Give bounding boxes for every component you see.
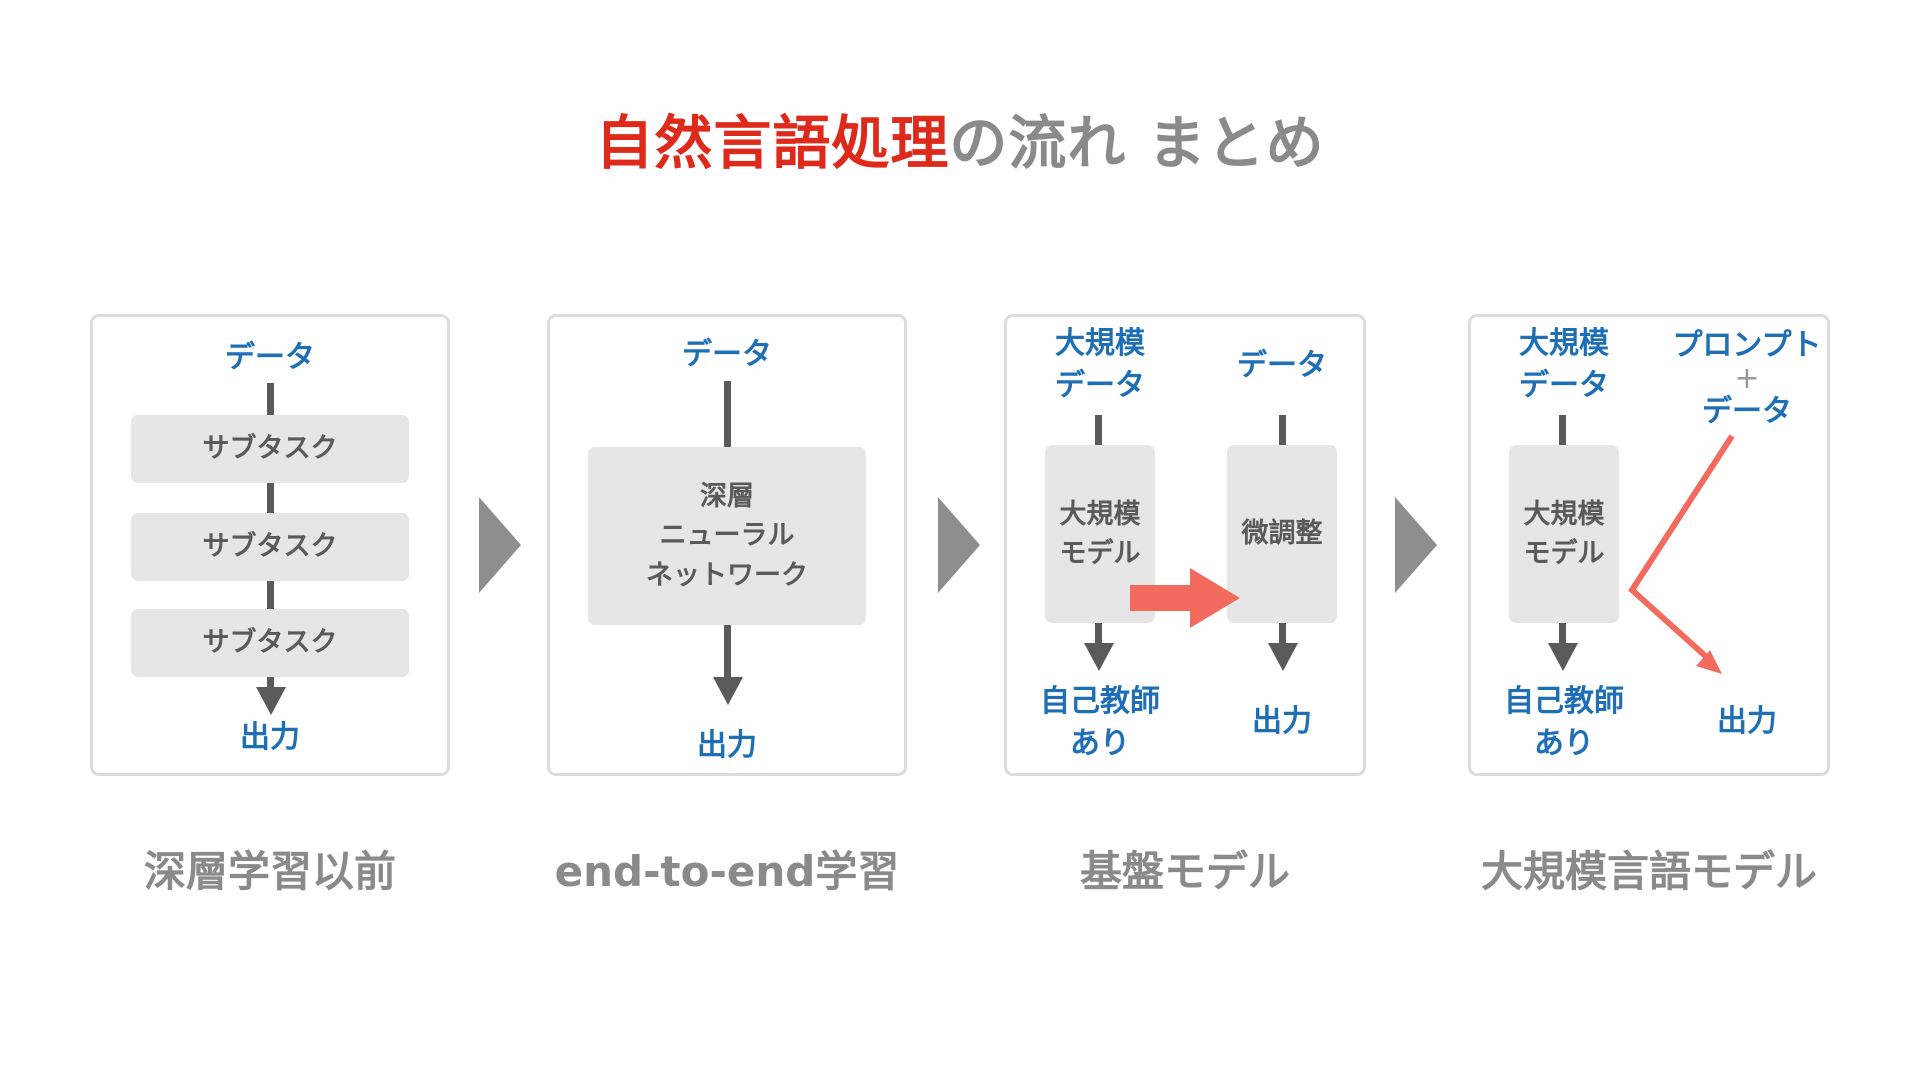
stage-panel-large-language-model: 大規模 データ 大規模 モデル 自己教師 あり プロンプト + データ 出力 (1468, 314, 1830, 776)
caption-foundation-model: 基盤モデル (1079, 847, 1290, 896)
data-label: データ (682, 337, 772, 372)
output-label: 出力 (1252, 704, 1312, 739)
subtask-box: サブタスク (131, 415, 409, 483)
data-label: データ (1237, 348, 1327, 383)
prompt-line1: プロンプト (1672, 328, 1822, 363)
model-line1: 大規模 (1523, 498, 1605, 530)
large-model-box: 大規模 モデル (1509, 445, 1619, 623)
stage-panel-pre-deep-learning: データ サブタスク サブタスク サブタスク 出力 (90, 314, 450, 776)
finetune-box: 微調整 (1227, 445, 1337, 623)
connector-line (1559, 415, 1566, 445)
self-supervised-label: 自己教師 あり (1020, 681, 1180, 765)
prompt-data-label: プロンプト + データ (1667, 329, 1827, 428)
connector-line (724, 625, 731, 679)
subtask-box: サブタスク (131, 609, 409, 677)
self-supervised-label: 自己教師 あり (1484, 681, 1644, 765)
big-data-line1: 大規模 (1055, 326, 1145, 361)
down-arrow-icon (1268, 643, 1298, 671)
data-label: データ (225, 340, 315, 375)
deep-neural-network-box: 深層 ニューラル ネットワーク (588, 447, 866, 625)
connector-line (1095, 415, 1102, 445)
connector-line (1095, 623, 1102, 645)
prompt-plus: + (1734, 361, 1760, 396)
caption-pre-deep-learning: 深層学習以前 (143, 847, 396, 896)
output-label: 出力 (240, 720, 300, 755)
transfer-arrow-icon (1130, 568, 1240, 628)
prompt-to-output-arrow-icon (1628, 434, 1735, 665)
network-label-line2: ニューラル (659, 520, 795, 552)
title-highlight: 自然言語処理 (595, 109, 950, 177)
output-label: 出力 (697, 728, 757, 763)
selfsup-line2: あり (1070, 726, 1130, 761)
connector-line (1559, 623, 1566, 645)
down-arrow-icon (1084, 643, 1114, 671)
chevron-right-icon (1395, 497, 1437, 593)
down-arrow-icon (256, 687, 286, 715)
output-label: 出力 (1717, 704, 1777, 739)
caption-large-language-model: 大規模言語モデル (1480, 847, 1817, 896)
connector-line (267, 383, 274, 415)
chevron-right-icon (479, 497, 521, 593)
connector-line (267, 581, 274, 609)
big-data-line2: データ (1055, 368, 1145, 403)
prompt-line3: データ (1702, 394, 1792, 429)
selfsup-line2: あり (1534, 726, 1594, 761)
model-line1: 大規模 (1059, 498, 1141, 530)
title-rest: の流れ まとめ (949, 109, 1325, 177)
selfsup-line1: 自己教師 (1504, 684, 1624, 719)
connector-line (724, 381, 731, 447)
connector-line (267, 677, 274, 689)
network-label-line3: ネットワーク (646, 559, 808, 591)
chevron-right-icon (938, 497, 980, 593)
stage-panel-end-to-end: データ 深層 ニューラル ネットワーク 出力 (547, 314, 907, 776)
selfsup-line1: 自己教師 (1040, 684, 1160, 719)
down-arrow-icon (713, 677, 743, 705)
big-data-label: 大規模 データ (1045, 323, 1155, 407)
prompt-arrowhead-icon (1696, 650, 1722, 674)
subtask-box: サブタスク (131, 513, 409, 581)
caption-end-to-end: end-to-end学習 (554, 847, 900, 896)
big-data-line2: データ (1519, 368, 1609, 403)
connector-line (1279, 415, 1286, 445)
network-label-line1: 深層 (700, 481, 754, 513)
model-line2: モデル (1059, 538, 1141, 569)
down-arrow-icon (1548, 643, 1578, 671)
connector-line (267, 483, 274, 513)
big-data-label: 大規模 データ (1509, 323, 1619, 407)
connector-line (1279, 623, 1286, 645)
big-data-line1: 大規模 (1519, 326, 1609, 361)
page-title: 自然言語処理の流れ まとめ (0, 96, 1920, 180)
model-line2: モデル (1523, 538, 1605, 569)
